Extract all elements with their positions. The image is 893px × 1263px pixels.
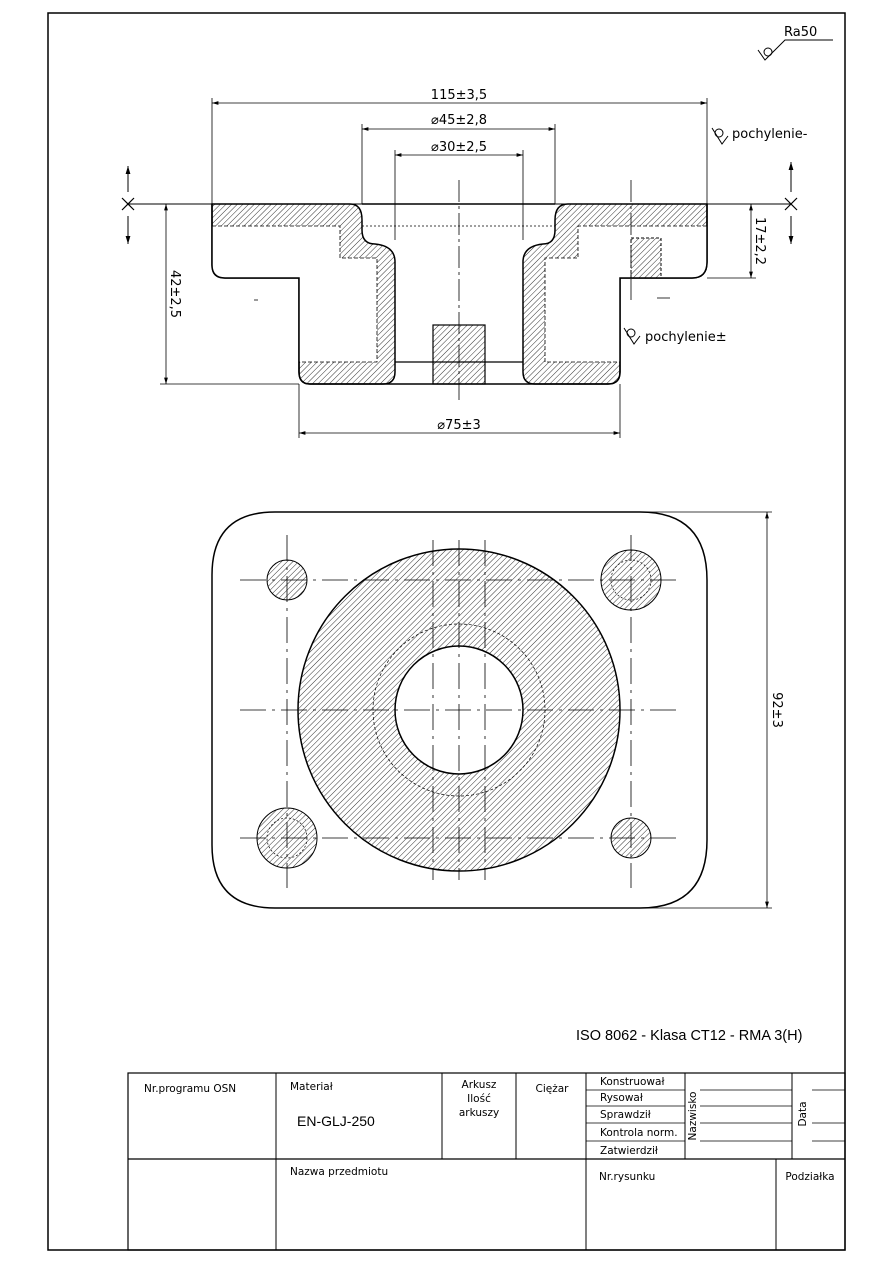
standard-note: ISO 8062 - Klasa CT12 - RMA 3(H) xyxy=(576,1028,802,1044)
role-norm-control: Kontrola norm. xyxy=(600,1127,678,1139)
dim-bore-outer: ⌀45±2,8 xyxy=(361,113,556,204)
section-view: 115±3,5 ⌀45±2,8 ⌀30±2,5 17±2,2 42±2,5 xyxy=(121,88,808,438)
scale-label: Podziałka xyxy=(785,1171,834,1183)
date-label: Data xyxy=(797,1101,809,1126)
svg-text:42±2,5: 42±2,5 xyxy=(167,270,182,318)
section-right-boss xyxy=(630,237,662,279)
svg-text:⌀45±2,8: ⌀45±2,8 xyxy=(431,113,487,128)
drawing-no-label: Nr.rysunku xyxy=(599,1171,655,1183)
svg-text:17±2,2: 17±2,2 xyxy=(752,217,767,265)
object-name-label: Nazwa przedmiotu xyxy=(290,1166,388,1178)
title-block xyxy=(127,1072,846,1251)
note-draft-inner: pochylenie± xyxy=(623,327,727,345)
dim-bore-inner: ⌀30±2,5 xyxy=(394,140,524,240)
sheet-label-2: Ilość xyxy=(467,1093,491,1105)
role-approve: Zatwierdził xyxy=(600,1145,658,1157)
svg-text:pochylenie±: pochylenie± xyxy=(645,330,727,345)
sheet-label-1: Arkusz xyxy=(462,1079,497,1091)
surname-label: Nazwisko xyxy=(687,1092,699,1141)
svg-text:pochylenie-: pochylenie- xyxy=(732,127,808,142)
svg-text:115±3,5: 115±3,5 xyxy=(431,88,487,103)
roughness-label: Ra50 xyxy=(784,25,817,40)
plan-view: 92±3 xyxy=(211,511,784,909)
section-right-core xyxy=(544,225,708,363)
sheet-label-3: arkuszy xyxy=(459,1107,499,1119)
note-draft-top: pochylenie- xyxy=(711,127,808,145)
osn-label: Nr.programu OSN xyxy=(144,1083,236,1095)
svg-text:⌀75±3: ⌀75±3 xyxy=(437,418,481,433)
role-construct: Konstruował xyxy=(600,1076,664,1088)
dim-flange-height: 17±2,2 xyxy=(707,204,767,279)
dim-plan-height: 92±3 xyxy=(640,511,784,909)
weight-label: Ciężar xyxy=(536,1083,570,1095)
dim-base-diameter: ⌀75±3 xyxy=(298,384,621,438)
parting-line-right-mark xyxy=(784,162,798,244)
svg-text:92±3: 92±3 xyxy=(769,692,784,728)
dim-overall-width: 115±3,5 xyxy=(211,88,708,204)
material-value: EN-GLJ-250 xyxy=(297,1113,375,1129)
svg-text:⌀30±2,5: ⌀30±2,5 xyxy=(431,140,487,155)
material-label: Materiał xyxy=(290,1081,333,1093)
dim-total-height: 42±2,5 xyxy=(160,204,299,385)
roughness-symbol: Ra50 xyxy=(757,25,833,61)
role-draw: Rysował xyxy=(600,1092,643,1104)
role-check: Sprawdził xyxy=(600,1109,651,1121)
parting-line-left-mark xyxy=(121,166,135,244)
